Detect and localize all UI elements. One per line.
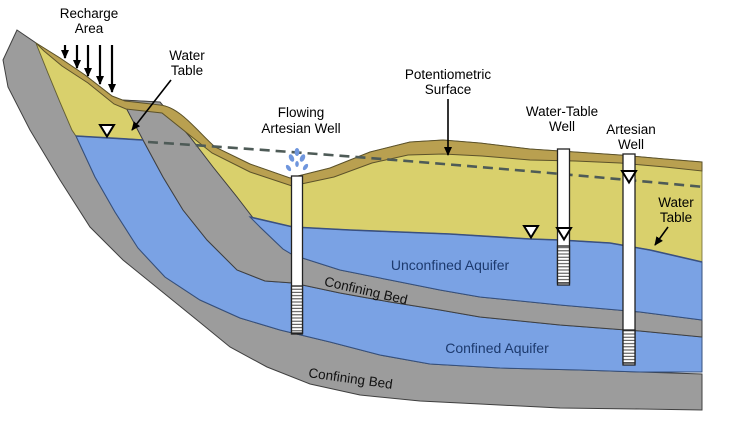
potentiometric-surface-line xyxy=(147,140,705,189)
water-table-left-label-line2: Table xyxy=(171,63,203,78)
recharge-arrows-icon xyxy=(61,45,116,93)
potentiometric-surface-label-line1: Potentiometric xyxy=(405,67,492,82)
confined-aquifer-label: Confined Aquifer xyxy=(445,340,549,356)
well-screen xyxy=(556,245,571,284)
water-table-right-label-line1: Water xyxy=(658,195,694,210)
water-table-right-leader-arrow xyxy=(654,226,669,246)
water-table-well-pipe xyxy=(556,148,571,286)
well-screen xyxy=(290,285,304,334)
water-table-well-label-line1: Water-Table xyxy=(526,104,598,119)
unconfined-aquifer-label: Unconfined Aquifer xyxy=(391,257,510,273)
artesian-well-label-line1: Artesian xyxy=(606,122,656,137)
well-screen xyxy=(622,329,636,364)
recharge-area-label-line1: Recharge xyxy=(60,6,119,21)
flowing-artesian-well-label-line2: Artesian Well xyxy=(261,121,340,136)
water-table-marker-icon xyxy=(522,225,540,240)
flowing-artesian-well-pipe xyxy=(290,175,304,335)
potentiometric-marker-icon xyxy=(620,170,638,185)
recharge-area-label-line2: Area xyxy=(75,21,104,36)
water-table-line-left xyxy=(75,135,144,141)
water-table-left-leader-arrow xyxy=(131,79,172,131)
water-table-marker-icon xyxy=(98,124,116,139)
water-table-left-label-line1: Water xyxy=(169,48,205,63)
layer-labels: Unconfined Aquifer Confining Bed Confine… xyxy=(308,257,549,392)
artesian-well-label-line2: Well xyxy=(618,137,644,152)
water-table-well-label-line2: Well xyxy=(549,119,575,134)
flowing-artesian-well-label-line1: Flowing xyxy=(278,105,325,120)
annotation-labels: Recharge Area Water Table Flowing Artesi… xyxy=(60,6,695,225)
fountain-spray-icon xyxy=(285,148,309,172)
water-table-line-main xyxy=(249,216,703,263)
water-table-marker-icon xyxy=(555,227,573,242)
land-surface-crust xyxy=(35,42,703,187)
potentiometric-surface-label-line2: Surface xyxy=(425,82,472,97)
artesian-well-pipe xyxy=(622,153,636,366)
water-table-right-label-line2: Table xyxy=(660,210,692,225)
